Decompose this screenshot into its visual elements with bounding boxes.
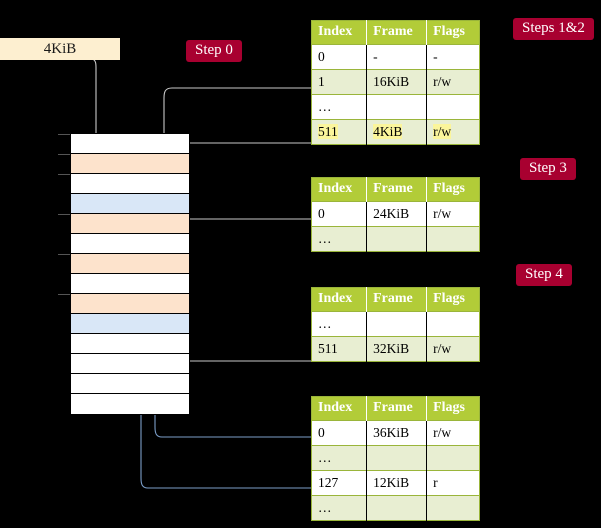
badge-step-4: Step 4 <box>516 264 572 286</box>
badge-steps-1-2: Steps 1&2 <box>513 18 594 40</box>
memory-frame-row <box>71 194 189 214</box>
table-row: … <box>311 445 480 471</box>
cell-index: … <box>311 94 368 120</box>
cell-frame: 4KiB <box>366 119 428 145</box>
column-header-frame: Frame <box>366 20 428 45</box>
frame-tick-mark <box>58 254 70 255</box>
badge-step-3: Step 3 <box>520 158 576 180</box>
memory-frame-row <box>71 394 189 414</box>
column-header-frame: Frame <box>366 177 428 202</box>
memory-frame-row <box>58 294 189 314</box>
column-header-frame: Frame <box>366 396 428 421</box>
cell-index: 0 <box>311 201 368 227</box>
table-row: 511 4KiB r/w <box>311 119 480 145</box>
cell-frame <box>366 226 428 252</box>
cell-frame <box>366 311 428 337</box>
memory-frame-row <box>71 274 189 294</box>
cell-flags: r <box>426 470 480 496</box>
cell-frame: 24KiB <box>366 201 428 227</box>
physical-memory-grid <box>58 133 190 415</box>
frame-tick-mark <box>58 214 70 215</box>
cell-flags <box>426 445 480 471</box>
cell-frame <box>366 94 428 120</box>
cell-index: 0 <box>311 420 368 446</box>
frame-tick-mark <box>58 134 70 135</box>
column-header-frame: Frame <box>366 287 428 312</box>
frame-tick-mark <box>58 154 70 155</box>
cell-flags <box>426 495 480 521</box>
cell-frame: 16KiB <box>366 69 428 95</box>
cell-index: 127 <box>311 470 368 496</box>
cell-frame: 12KiB <box>366 470 428 496</box>
cell-index: … <box>311 311 368 337</box>
table-row: … <box>311 94 480 120</box>
memory-frame-row <box>58 154 189 174</box>
memory-frame-row <box>71 354 189 374</box>
frame-tick-mark <box>58 174 70 175</box>
cell-flags: - <box>426 44 480 70</box>
column-header-index: Index <box>311 177 368 202</box>
column-header-flags: Flags <box>426 177 480 202</box>
highlighted-value: r/w <box>433 124 452 139</box>
cell-flags <box>426 311 480 337</box>
memory-frame-row <box>71 374 189 394</box>
memory-frame-row <box>58 134 189 154</box>
column-header-index: Index <box>311 287 368 312</box>
column-header-flags: Flags <box>426 396 480 421</box>
cell-frame: 36KiB <box>366 420 428 446</box>
cell-flags <box>426 94 480 120</box>
cell-index: … <box>311 226 368 252</box>
cell-flags: r/w <box>426 201 480 227</box>
cell-frame: - <box>366 44 428 70</box>
memory-frame-row <box>71 334 189 354</box>
frame-tick-mark <box>58 294 70 295</box>
column-header-flags: Flags <box>426 287 480 312</box>
highlighted-value: 511 <box>318 124 338 139</box>
cell-flags: r/w <box>426 336 480 362</box>
badge-step-0: Step 0 <box>186 40 242 62</box>
column-header-flags: Flags <box>426 20 480 45</box>
cell-index: 0 <box>311 44 368 70</box>
highlighted-value: 4KiB <box>373 124 403 139</box>
cell-frame: 32KiB <box>366 336 428 362</box>
memory-frame-row <box>71 234 189 254</box>
memory-frame-row <box>58 214 189 234</box>
table-row: 0-- <box>311 44 480 70</box>
cell-flags: r/w <box>426 420 480 446</box>
cell-index: 511 <box>311 119 368 145</box>
page-size-label: 4KiB <box>0 38 120 60</box>
table-row: … <box>311 495 480 521</box>
cell-index: … <box>311 495 368 521</box>
table-row: … <box>311 226 480 252</box>
cell-flags: r/w <box>426 119 480 145</box>
cell-index: 511 <box>311 336 368 362</box>
table-row: … <box>311 311 480 337</box>
cell-index: … <box>311 445 368 471</box>
cell-index: 1 <box>311 69 368 95</box>
cell-frame <box>366 445 428 471</box>
cell-flags: r/w <box>426 69 480 95</box>
memory-frame-row <box>58 174 189 194</box>
cell-frame <box>366 495 428 521</box>
memory-frame-row <box>71 314 189 334</box>
memory-frame-row <box>58 254 189 274</box>
column-header-index: Index <box>311 20 368 45</box>
column-header-index: Index <box>311 396 368 421</box>
cell-flags <box>426 226 480 252</box>
